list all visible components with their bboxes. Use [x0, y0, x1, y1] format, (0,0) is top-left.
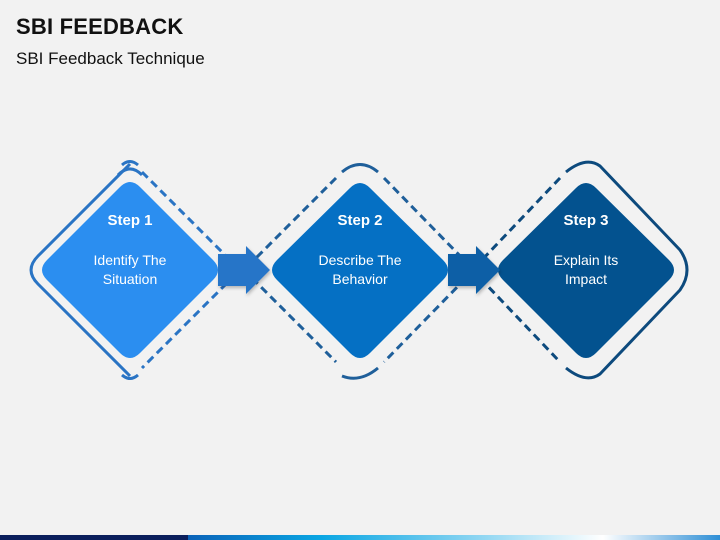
step-2-outline — [250, 163, 468, 380]
step-3-diamond — [498, 183, 674, 358]
step-2-description-line2: Behavior — [332, 271, 388, 287]
step-3-description: Explain Its Impact — [516, 251, 656, 289]
step-1-label: Step 1 — [107, 212, 153, 229]
step-2-description-line1: Describe The — [318, 252, 402, 268]
step-3-outline — [478, 160, 689, 380]
footer-dark-segment — [0, 535, 188, 540]
step-1-text: Step 1 Identify The Situation — [60, 212, 200, 289]
footer-bar — [0, 535, 720, 540]
step-2-label: Step 2 — [337, 212, 383, 229]
step-3-text: Step 3 Explain Its Impact — [516, 212, 656, 289]
arrow-step2-to-step3 — [448, 246, 500, 294]
arrow-step1-to-step2 — [218, 246, 270, 294]
step-1-description: Identify The Situation — [60, 251, 200, 289]
step-2-description: Describe The Behavior — [290, 251, 430, 289]
step-1-description-line1: Identify The — [93, 252, 167, 268]
step-3-label: Step 3 — [563, 212, 609, 229]
step-2-text: Step 2 Describe The Behavior — [290, 212, 430, 289]
footer-gradient-segment — [188, 535, 720, 540]
step-1-description-line2: Situation — [102, 271, 158, 287]
step-3-description-line1: Explain Its — [553, 252, 619, 268]
slide-subtitle: SBI Feedback Technique — [16, 49, 205, 68]
step-1-diamond — [42, 182, 218, 358]
slide-title: SBI FEEDBACK — [16, 14, 184, 39]
step-1-outline — [29, 160, 238, 380]
step-3-description-line2: Impact — [564, 271, 607, 287]
step-2-diamond — [272, 183, 448, 358]
